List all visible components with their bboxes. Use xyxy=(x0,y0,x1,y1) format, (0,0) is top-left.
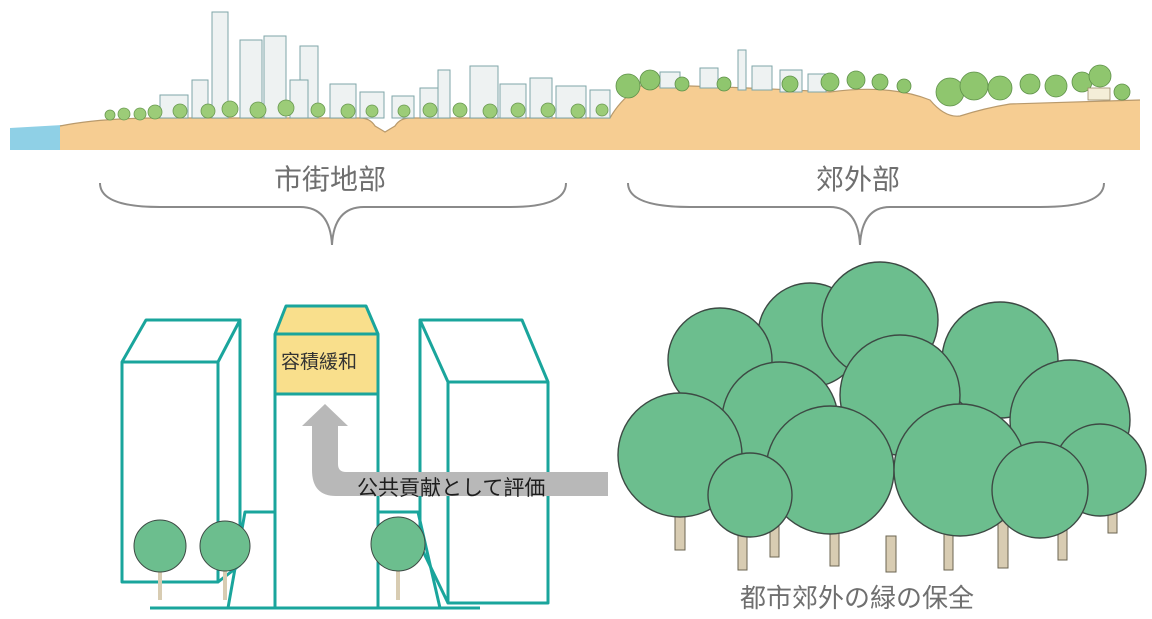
suburban-brace xyxy=(627,182,1105,246)
urban-street-trees xyxy=(104,99,609,121)
left-building xyxy=(120,318,242,584)
suburban-area-label: 郊外部 xyxy=(816,163,901,196)
floor-area-bonus-label: 容積緩和 xyxy=(281,351,358,373)
public-contribution-arrow xyxy=(302,404,608,496)
suburban-house xyxy=(1087,87,1111,101)
green-conservation-label: 都市郊外の緑の保全 xyxy=(740,584,975,614)
urban-trees xyxy=(133,516,426,600)
forest-canopies xyxy=(617,261,1147,539)
urban-area-label: 市街地部 xyxy=(274,163,387,196)
right-building xyxy=(418,318,550,605)
public-contribution-label: 公共貢献として評価 xyxy=(357,476,546,500)
suburban-forest xyxy=(617,261,1147,573)
street-lines xyxy=(150,510,480,610)
urban-brace xyxy=(99,182,567,246)
cityscape-panorama xyxy=(10,11,1141,150)
suburban-trees-strip xyxy=(615,64,1131,107)
urban-buildings-illustration xyxy=(120,318,550,610)
